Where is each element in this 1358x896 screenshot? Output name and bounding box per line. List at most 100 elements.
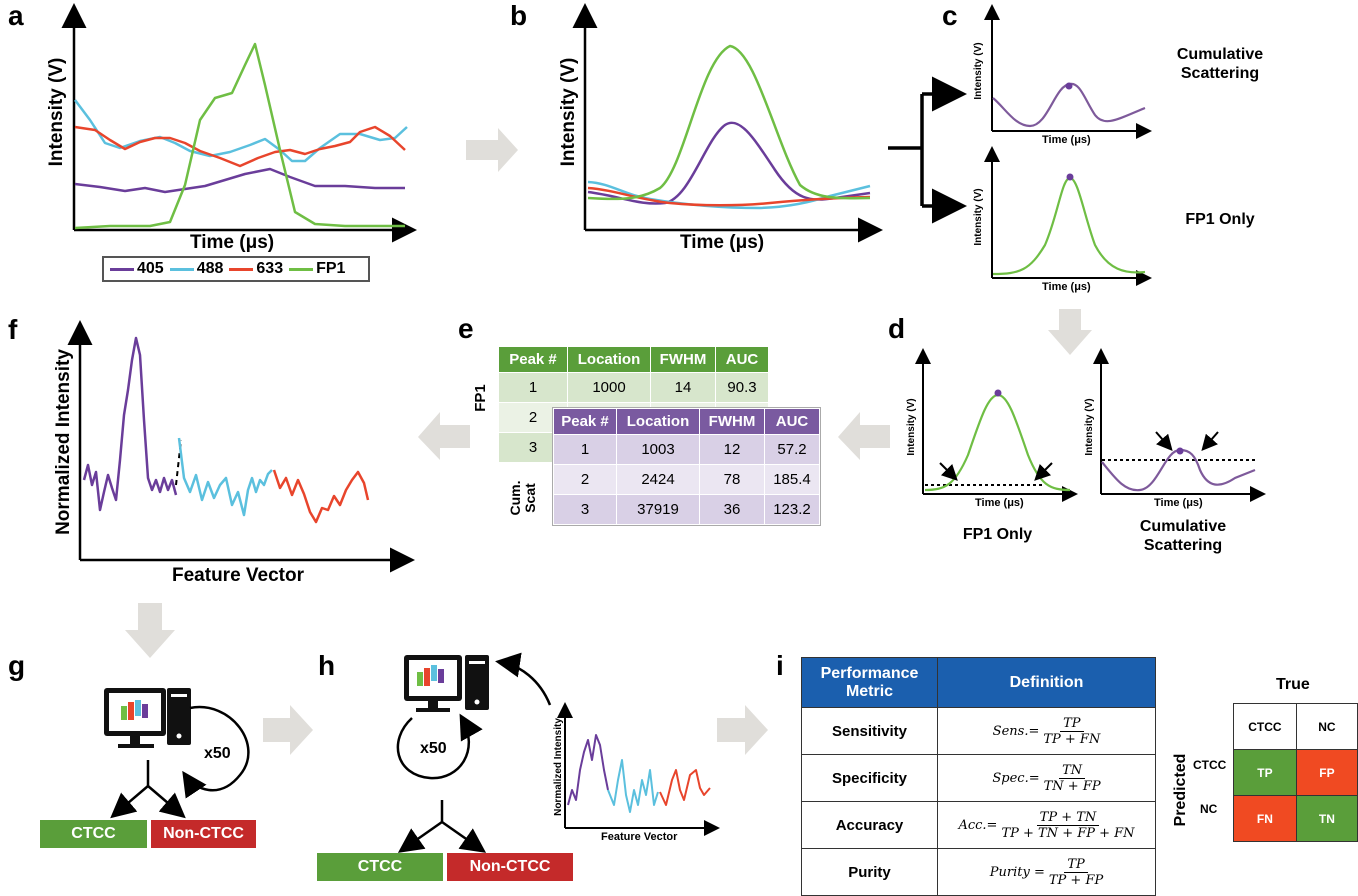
table-cell: 57.2 — [764, 434, 820, 465]
panel-c-bottom-plot — [984, 146, 1152, 286]
panel-label-d: d — [888, 313, 906, 344]
table-header-row: Performance Metric Definition — [801, 657, 1156, 708]
table-cell: 2424 — [616, 464, 700, 495]
flow-arrows — [125, 128, 1092, 755]
panel-c-top-x-label: Time (μs) — [1042, 134, 1091, 146]
panel-g-loop-arrow — [182, 705, 250, 799]
formula-numerator: TP — [1060, 716, 1084, 732]
table-cell: 1 — [553, 434, 617, 465]
panel-f-plot — [67, 320, 415, 573]
arrow-d-to-e — [838, 412, 890, 460]
panel-c-bottom-trace — [992, 176, 1146, 276]
panel-c-bottom-peak-marker — [1066, 173, 1074, 181]
arrow-g-to-h — [263, 705, 313, 755]
panel-c-top-peak-marker — [1065, 82, 1073, 90]
table-header: Location — [616, 408, 700, 435]
panel-d-left-peak-marker — [994, 389, 1002, 397]
panel-label-i: i — [776, 650, 784, 681]
formula-lhs: Spec.= — [992, 770, 1040, 786]
table-header-row: Peak # Location FWHM AUC — [498, 346, 769, 373]
formula-numerator: TP — [1064, 857, 1088, 873]
metric-name: Purity — [801, 848, 938, 896]
definition-header: Definition — [937, 657, 1156, 708]
panel-d-right-caption: Cumulative Scattering — [1139, 518, 1227, 555]
table-cell: 2 — [553, 464, 617, 495]
table-cell: 123.2 — [764, 494, 820, 525]
panel-d-left-x-label: Time (μs) — [975, 497, 1024, 509]
panel-c-top-trace — [992, 82, 1146, 128]
confusion-col-ctcc: CTCC — [1233, 703, 1297, 750]
panel-f-y-label: Normalized Intensity — [53, 349, 74, 535]
panel-b-405-trace — [587, 121, 871, 205]
panel-e-cumscat-label: Cum.Scat — [507, 470, 548, 526]
panel-h-feedback-arrow — [495, 652, 552, 706]
legend-item-633: 633 — [229, 260, 283, 278]
panel-b-FP1-trace — [587, 44, 871, 201]
panel-c-top-y-label: Intensity (V) — [973, 42, 984, 100]
panel-e-cumscat-label-line1: Cum. — [507, 480, 523, 516]
table-header: Location — [567, 346, 651, 373]
table-cell: 78 — [699, 464, 765, 495]
table-cell: 36 — [699, 494, 765, 525]
confusion-row-ctcc: CTCC — [1193, 758, 1227, 772]
formula-denominator: TP + FN — [1043, 731, 1101, 747]
table-row: TP FP — [1233, 749, 1358, 796]
panel-i-metrics-table: Performance Metric Definition Sensitivit… — [801, 657, 1156, 896]
table-header: FWHM — [650, 346, 716, 373]
metric-name: Sensitivity — [801, 707, 938, 755]
panel-a-633-trace — [74, 125, 406, 168]
panel-label-f: f — [8, 314, 18, 345]
panel-label-e: e — [458, 313, 474, 344]
arrow-c-to-d — [1048, 309, 1092, 355]
legend-swatch-FP1 — [289, 267, 314, 271]
panel-h-repeat-label: x50 — [420, 740, 447, 757]
legend-swatch-633 — [229, 267, 254, 271]
panel-f-405-segment — [82, 336, 178, 512]
panel-g-computer-icon — [104, 688, 191, 748]
panel-a-x-label: Time (μs) — [190, 232, 275, 253]
panel-label-h: h — [318, 650, 336, 681]
panel-h-nonctcc-label: Non-CTCC — [447, 853, 573, 881]
table-header-row: Peak # Location FWHM AUC — [553, 408, 820, 435]
panel-h-loop-arrow — [396, 713, 483, 780]
panel-e-cumscat-label-line2: Scat — [522, 483, 539, 513]
panel-b-633-trace — [587, 186, 871, 207]
panel-g-nonctcc-label: Non-CTCC — [151, 820, 256, 848]
panel-a-legend: 405 488 633 FP1 — [102, 256, 370, 282]
panel-c-top-plot — [984, 4, 1152, 139]
metric-name: Accuracy — [801, 801, 938, 849]
panel-b-y-label: Intensity (V) — [558, 57, 579, 167]
panel-label-a: a — [8, 0, 24, 31]
panel-h-fork — [397, 800, 487, 853]
table-cell: 1003 — [616, 434, 700, 465]
formula-denominator: TN + FP — [1043, 778, 1101, 794]
panel-h-y-label: Normalized Intensity — [553, 718, 564, 816]
legend-label-FP1: FP1 — [316, 260, 346, 277]
table-cell: 1 — [498, 372, 568, 403]
formula-denominator: TP + FP — [1048, 872, 1104, 888]
panel-d-left-y-label: Intensity (V) — [906, 398, 917, 456]
table-header: Peak # — [553, 408, 617, 435]
panel-label-b: b — [510, 0, 528, 31]
table-header: Peak # — [498, 346, 568, 373]
panel-f-633-segment — [272, 469, 370, 524]
confusion-cell-fp: FP — [1295, 749, 1358, 796]
legend-item-488: 488 — [169, 260, 223, 278]
panel-g-repeat-label: x50 — [204, 745, 231, 762]
legend-label-633: 633 — [256, 260, 284, 277]
panel-d-right-trace — [1101, 448, 1256, 492]
formula-numerator: TN — [1059, 763, 1086, 779]
formula-numerator: TP + TN — [1036, 810, 1100, 826]
panel-d-right-x-label: Time (μs) — [1154, 497, 1203, 509]
arrow-a-to-b — [466, 128, 518, 172]
panel-label-g: g — [8, 650, 26, 681]
